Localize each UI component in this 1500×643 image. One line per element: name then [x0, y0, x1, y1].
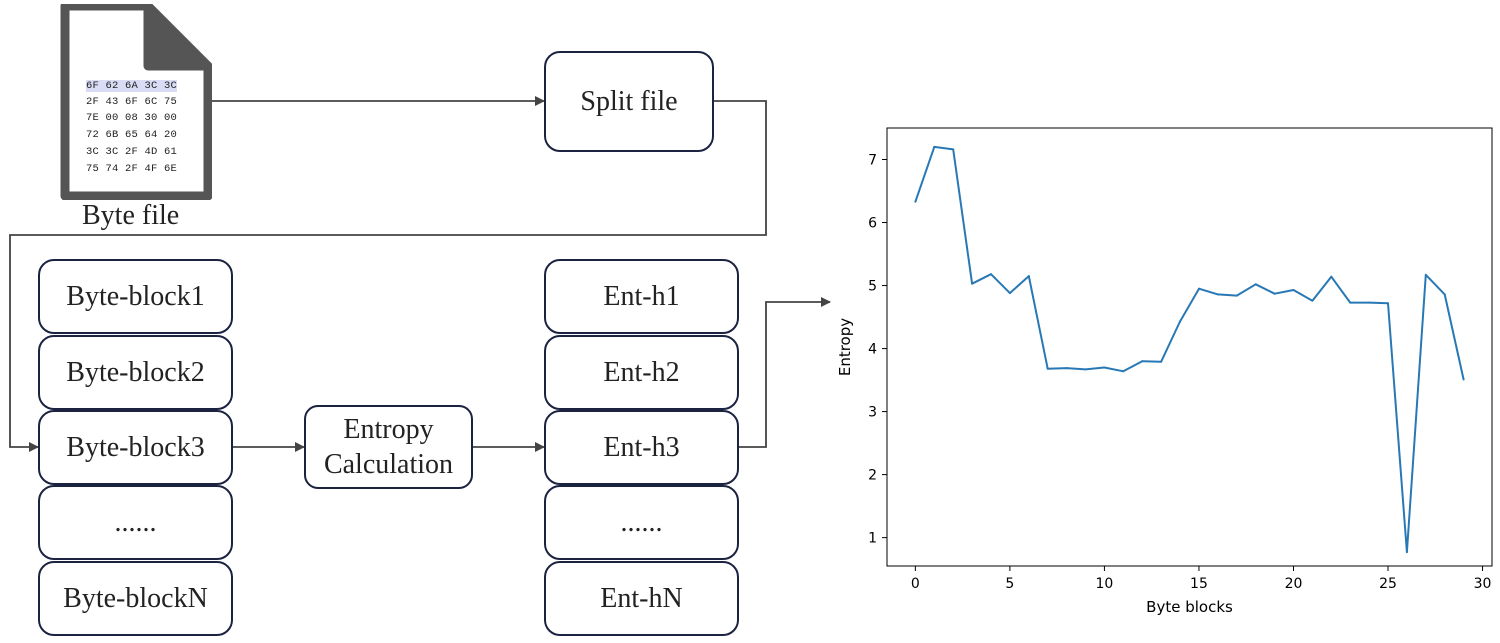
byte-block-node: Byte-block1 [38, 259, 233, 334]
data-point [1443, 293, 1446, 296]
entropy-block-node: Ent-hN [544, 561, 739, 636]
data-point [1292, 288, 1295, 291]
x-tick-label: 10 [1096, 576, 1114, 592]
data-point [1368, 301, 1371, 304]
calculation-label-line2: Calculation [323, 449, 454, 480]
byte-file-icon [60, 4, 212, 200]
data-point [971, 282, 974, 285]
data-point [1349, 301, 1352, 304]
x-tick-label: 30 [1474, 576, 1492, 592]
data-point [1273, 292, 1276, 295]
data-point [933, 145, 936, 148]
data-point [1462, 378, 1465, 381]
entropy-series-line [914, 145, 1465, 554]
y-tick-label: 1 [868, 531, 877, 547]
arrow-ent3-to-chart [739, 297, 831, 448]
data-point [1084, 368, 1087, 371]
x-axis-label: Byte blocks [1146, 598, 1233, 616]
data-point [1141, 360, 1144, 363]
data-point [1405, 551, 1408, 554]
entropy-block-node: Ent-h2 [544, 335, 739, 410]
data-point [1027, 275, 1030, 278]
x-tick-label: 25 [1379, 576, 1397, 592]
byte-block-node: Byte-block2 [38, 335, 233, 410]
hex-row: 2F 43 6F 6C 75 [86, 96, 178, 108]
y-axis-label: Entropy [836, 318, 854, 376]
split-file-node: Split file [544, 51, 714, 152]
arrow-split-to-blocks [9, 100, 767, 452]
x-tick-label: 15 [1190, 576, 1208, 592]
data-point [1065, 367, 1068, 370]
data-point [1387, 302, 1390, 305]
entropy-block-node: Ent-h3 [544, 410, 739, 485]
data-point [1197, 287, 1200, 290]
y-tick-label: 3 [868, 405, 877, 421]
plot-frame [886, 127, 1493, 567]
data-point [1122, 370, 1125, 373]
calculation-label-line1: Entropy [343, 414, 434, 445]
byte-file-label: Byte file [82, 200, 180, 231]
data-point [1046, 367, 1049, 370]
y-tick-label: 6 [868, 216, 877, 232]
y-tick-label: 5 [868, 279, 877, 295]
data-point [1103, 366, 1106, 369]
data-point [952, 148, 955, 151]
data-point [1008, 292, 1011, 295]
entropy-calculation-node: Entropy Calculation [304, 405, 473, 489]
x-tick-label: 5 [1005, 576, 1014, 592]
data-point [1235, 294, 1238, 297]
data-point [1179, 320, 1182, 323]
x-tick-label: 0 [911, 576, 920, 592]
hex-row: 75 74 2F 4F 6E [86, 163, 178, 175]
data-point [1254, 283, 1257, 286]
hex-row: 6F 62 6A 3C 3C [86, 80, 178, 92]
byte-block-node: Byte-blockN [38, 561, 233, 636]
data-point [1216, 293, 1219, 296]
y-tick-label: 4 [868, 342, 877, 358]
x-tick-label: 20 [1285, 576, 1303, 592]
data-point [1311, 299, 1314, 302]
entropy-block-node: ...... [544, 485, 739, 560]
data-point [914, 200, 917, 203]
data-point [1424, 273, 1427, 276]
byte-block-node: Byte-block3 [38, 410, 233, 485]
hex-row: 7E 00 08 30 00 [86, 112, 178, 124]
data-point [1160, 360, 1163, 363]
hex-row: 3C 3C 2F 4D 61 [86, 146, 178, 158]
hex-row: 72 6B 65 64 20 [86, 129, 178, 141]
byte-block-node: ...... [38, 485, 233, 560]
y-tick-label: 2 [868, 468, 877, 484]
entropy-block-node: Ent-h1 [544, 259, 739, 334]
data-point [989, 273, 992, 276]
data-point [1330, 275, 1333, 278]
y-tick-label: 7 [868, 153, 877, 169]
